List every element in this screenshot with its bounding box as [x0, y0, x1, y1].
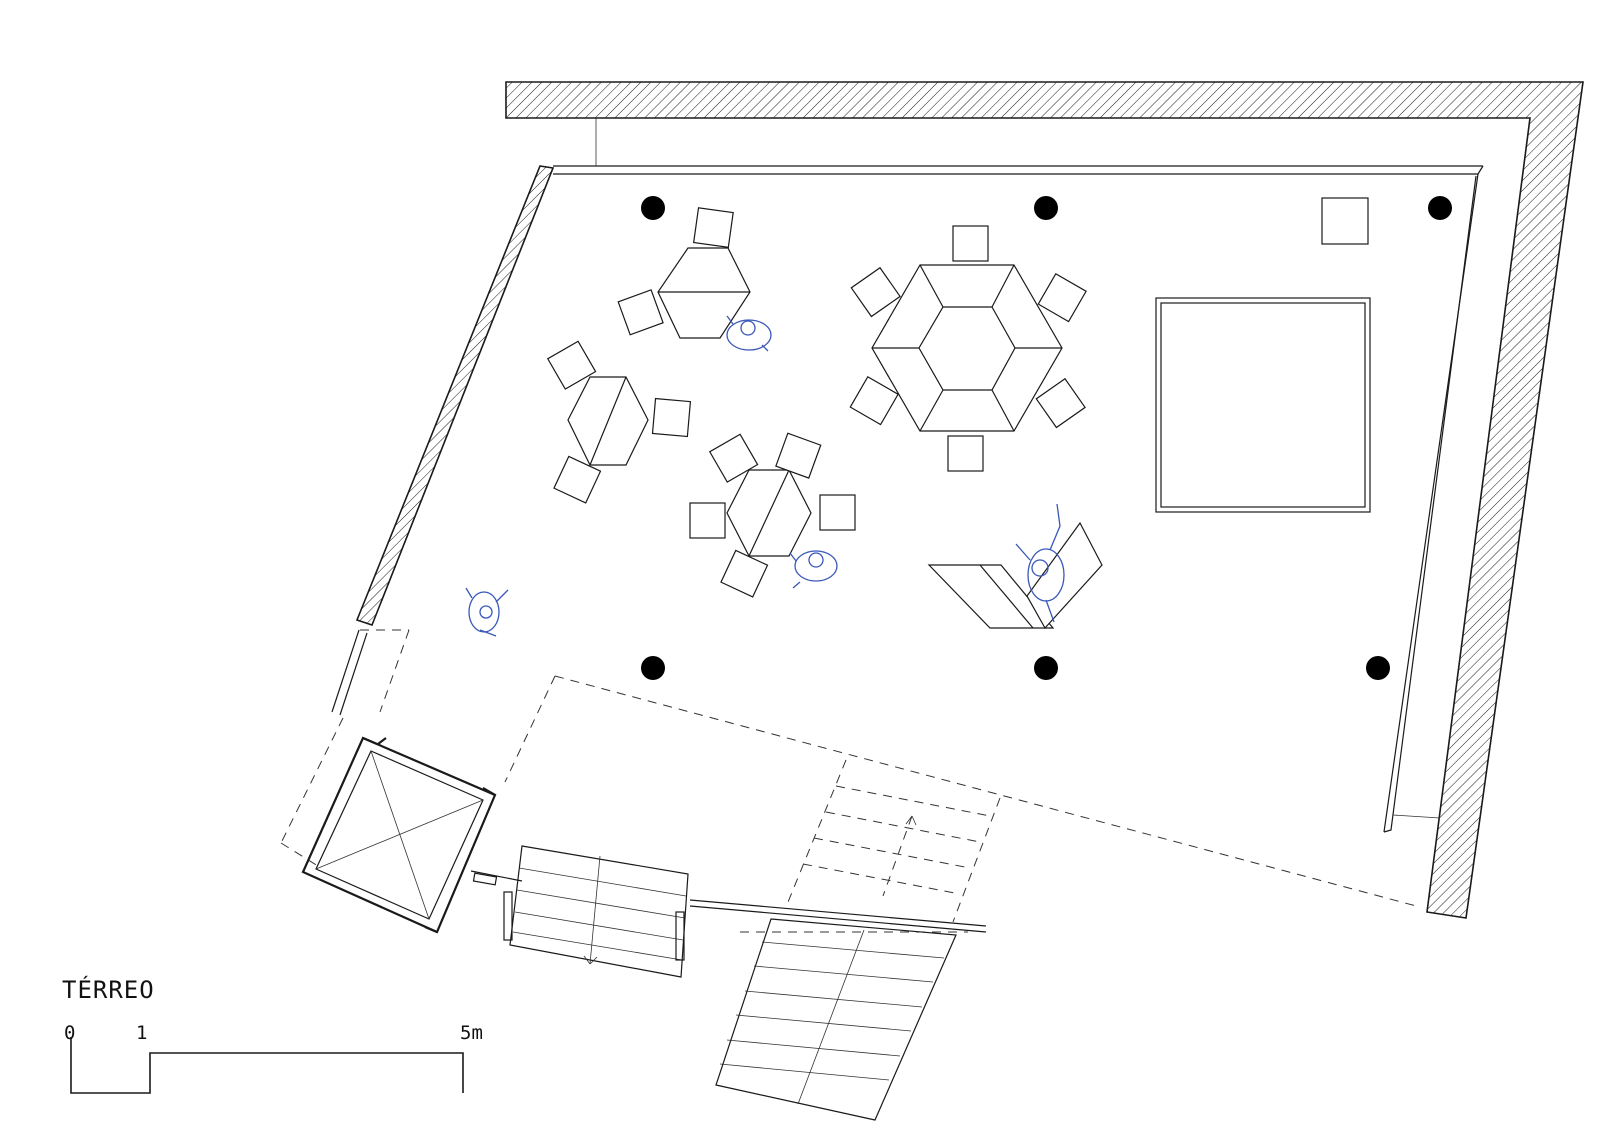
hexagonal-table-large [849, 225, 1087, 472]
stair [470, 845, 689, 978]
glazing-line [331, 118, 1484, 833]
elevator [301, 736, 497, 934]
chair [775, 432, 822, 479]
structural-columns [641, 196, 1452, 680]
chair [952, 225, 989, 262]
person-figure [1015, 503, 1065, 623]
hexagonal-table [689, 432, 856, 598]
chair [692, 207, 734, 249]
drawing-title: TÉRREO [62, 976, 155, 1004]
chair [1035, 377, 1086, 429]
column [1034, 656, 1058, 680]
person-figure [726, 315, 772, 352]
chair [546, 340, 597, 390]
chair [947, 435, 984, 472]
stool [1321, 197, 1369, 245]
column [1366, 656, 1390, 680]
column [1034, 196, 1058, 220]
column [641, 656, 665, 680]
chair [553, 455, 602, 504]
dashed-overhead [280, 629, 1421, 933]
column [1428, 196, 1452, 220]
chair [1037, 272, 1087, 323]
scale-tick-1: 1 [136, 1022, 148, 1044]
exterior-wall [355, 81, 1584, 919]
scale-tick-5m: 5m [460, 1022, 483, 1044]
scale-tick-0: 0 [64, 1022, 76, 1044]
chair [708, 433, 759, 483]
chair [850, 266, 901, 318]
main-stair [689, 899, 987, 1121]
column [641, 196, 665, 220]
chair [651, 397, 692, 438]
person-figure [789, 550, 838, 589]
hexagonal-table [546, 340, 692, 504]
person-figure [465, 587, 509, 637]
chair [689, 502, 726, 539]
chair [617, 289, 664, 336]
chair [849, 375, 899, 426]
square-void [1155, 197, 1371, 513]
hexagonal-table [617, 207, 751, 339]
chair [720, 549, 769, 598]
chair [819, 494, 856, 531]
